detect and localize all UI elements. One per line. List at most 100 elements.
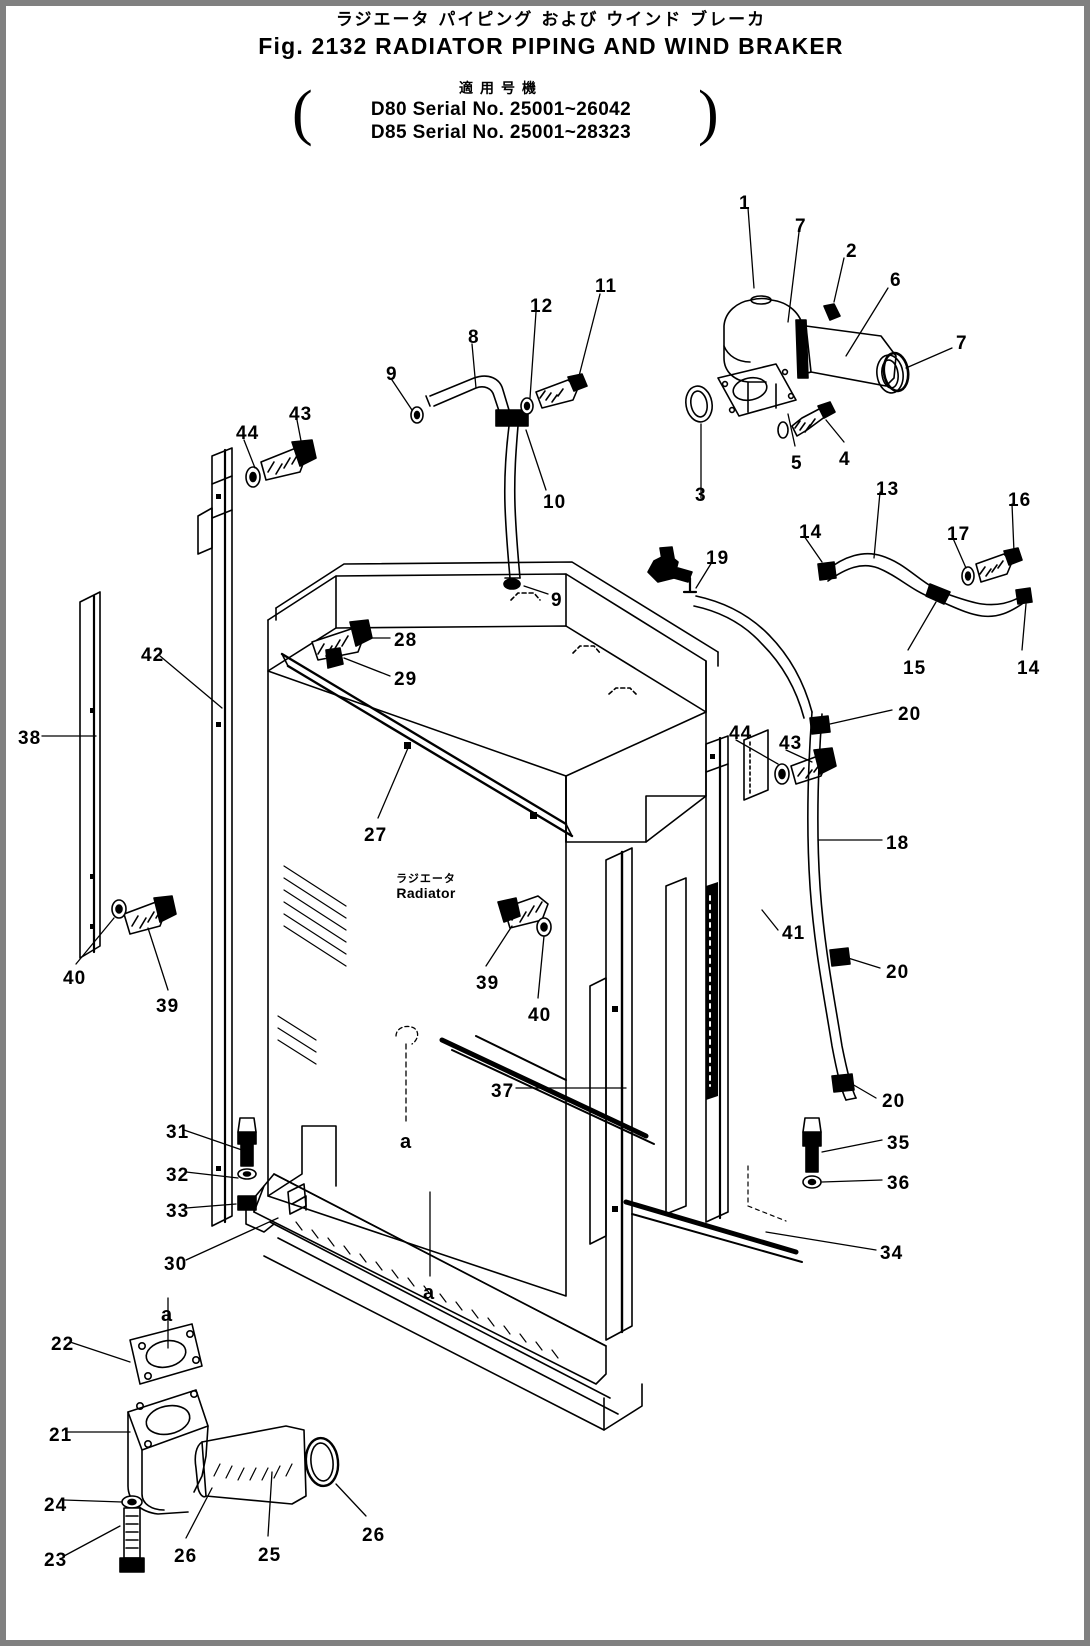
callout-number-4: 4 <box>839 449 851 470</box>
nut-item33 <box>237 1195 257 1211</box>
bolt-item16 <box>975 547 1023 583</box>
washer-item40-left <box>111 899 127 919</box>
page-title: Fig. 2132 RADIATOR PIPING AND WIND BRAKE… <box>258 33 844 59</box>
washer-item32 <box>237 1168 257 1180</box>
serial-line-d85: D85 Serial No. 25001~28323 <box>370 122 632 143</box>
washer-item12 <box>520 397 534 415</box>
callout-number-39: 39 <box>476 973 500 994</box>
washer-item24 <box>121 1495 143 1509</box>
callout-number-21: 21 <box>49 1425 73 1446</box>
radiator-top-tank <box>267 561 719 843</box>
callout-number-19: 19 <box>706 548 730 569</box>
title-japanese: ラジエータ パイピング および ウインド ブレーカ <box>335 10 767 30</box>
open-paren: ( <box>292 79 313 147</box>
callout-number-18: 18 <box>886 833 910 854</box>
bolt-item39-left <box>123 895 177 935</box>
bolt-item2 <box>823 303 841 321</box>
hose-clamp-item7-left <box>795 319 809 379</box>
washer-item44-left <box>245 466 261 488</box>
bolt-item31 <box>237 1117 257 1167</box>
nut-item29 <box>325 647 344 669</box>
callout-number-40: 40 <box>63 968 87 989</box>
callout-number-32: 32 <box>166 1165 190 1186</box>
callout-number-3: 3 <box>695 485 707 506</box>
callout-number-20: 20 <box>882 1091 906 1112</box>
clamp-item20-bot <box>831 1073 855 1093</box>
panel-item42 <box>197 447 233 1227</box>
valve-cock-item19 <box>647 546 693 583</box>
bolt-item4 <box>791 401 836 437</box>
callout-number-7: 7 <box>795 216 807 237</box>
callout-number-20: 20 <box>886 962 910 983</box>
shroud-vertical <box>589 847 687 1341</box>
hose-item15 <box>937 590 1023 618</box>
close-paren: ) <box>698 79 719 147</box>
gasket-ring-item3 <box>685 385 713 423</box>
hose-clamp-item7-right <box>882 351 910 393</box>
callout-number-43: 43 <box>779 733 803 754</box>
callout-number-8: 8 <box>468 327 480 348</box>
strip-item34 <box>623 1165 803 1263</box>
callout-number-33: 33 <box>166 1201 190 1222</box>
callout-number-14: 14 <box>1017 658 1041 679</box>
callout-number-26: 26 <box>174 1546 198 1567</box>
wind-braker-panel-item30 <box>253 1173 643 1431</box>
callout-number-35: 35 <box>887 1133 911 1154</box>
title-block: ラジエータ パイピング および ウインド ブレーカ Fig. 2132 RADI… <box>6 10 1084 61</box>
leader-lines <box>41 207 1027 1557</box>
section-mark-a: a <box>161 1304 174 1326</box>
callout-number-31: 31 <box>166 1122 190 1143</box>
callout-number-24: 24 <box>44 1495 68 1516</box>
bolt-item23 <box>119 1507 145 1573</box>
callout-number-17: 17 <box>947 524 971 545</box>
panel-item41 <box>705 735 729 1223</box>
callout-number-10: 10 <box>543 492 567 513</box>
serial-line-d80: D80 Serial No. 25001~26042 <box>370 99 632 120</box>
clamp-item26-right <box>304 1436 340 1488</box>
bolt-item43-left <box>260 439 317 481</box>
callout-number-6: 6 <box>890 270 902 291</box>
clamp-item20-mid <box>829 947 851 967</box>
drain-tube-item10b <box>503 425 521 579</box>
bracket-item44b <box>743 729 769 801</box>
callout-number-38: 38 <box>18 728 42 749</box>
callout-number-28: 28 <box>394 630 418 651</box>
callout-number-16: 16 <box>1008 490 1032 511</box>
bolt-item39-right <box>497 895 549 929</box>
callout-number-44: 44 <box>729 723 753 744</box>
callout-number-41: 41 <box>782 923 806 944</box>
washer-item17 <box>961 566 975 586</box>
radiator-label-japanese: ラジエータ <box>396 872 456 885</box>
callout-number-7: 7 <box>956 333 968 354</box>
callout-number-23: 23 <box>44 1550 68 1571</box>
callout-number-15: 15 <box>903 658 927 679</box>
radiator-face-label: ラジエータ Radiator <box>371 872 481 901</box>
clamp-item20-top <box>809 715 831 735</box>
valve-stem-item19 <box>682 576 698 594</box>
gasket-item22 <box>129 1323 203 1385</box>
washer-item44-right <box>774 763 790 785</box>
callout-number-25: 25 <box>258 1545 282 1566</box>
radiator-label-english: Radiator <box>396 885 456 901</box>
radiator-core-front <box>267 670 567 1297</box>
water-pipe-item21 <box>127 1389 307 1515</box>
callout-number-5: 5 <box>791 453 803 474</box>
callout-number-20: 20 <box>898 704 922 725</box>
washer-item36 <box>802 1175 822 1189</box>
callout-number-40: 40 <box>528 1005 552 1026</box>
serial-block: 適用号機 D80 Serial No. 25001~26042 D85 Seri… <box>291 80 711 144</box>
section-mark-a: a <box>423 1282 436 1304</box>
panel-item38 <box>79 591 101 959</box>
flange-plate-item5 <box>717 363 797 417</box>
clamp-item14-right <box>1015 587 1033 605</box>
callout-number-44: 44 <box>236 423 260 444</box>
strip-item27 <box>280 652 574 838</box>
washer-item5b <box>777 421 789 439</box>
hose-item13 <box>825 552 935 599</box>
washer-item9-top <box>410 406 424 424</box>
callout-number-36: 36 <box>887 1173 911 1194</box>
serial-japanese-header: 適用号機 <box>459 81 543 97</box>
callout-number-37: 37 <box>491 1081 515 1102</box>
callout-number-42: 42 <box>141 645 165 666</box>
clamp-item13b <box>925 583 951 605</box>
